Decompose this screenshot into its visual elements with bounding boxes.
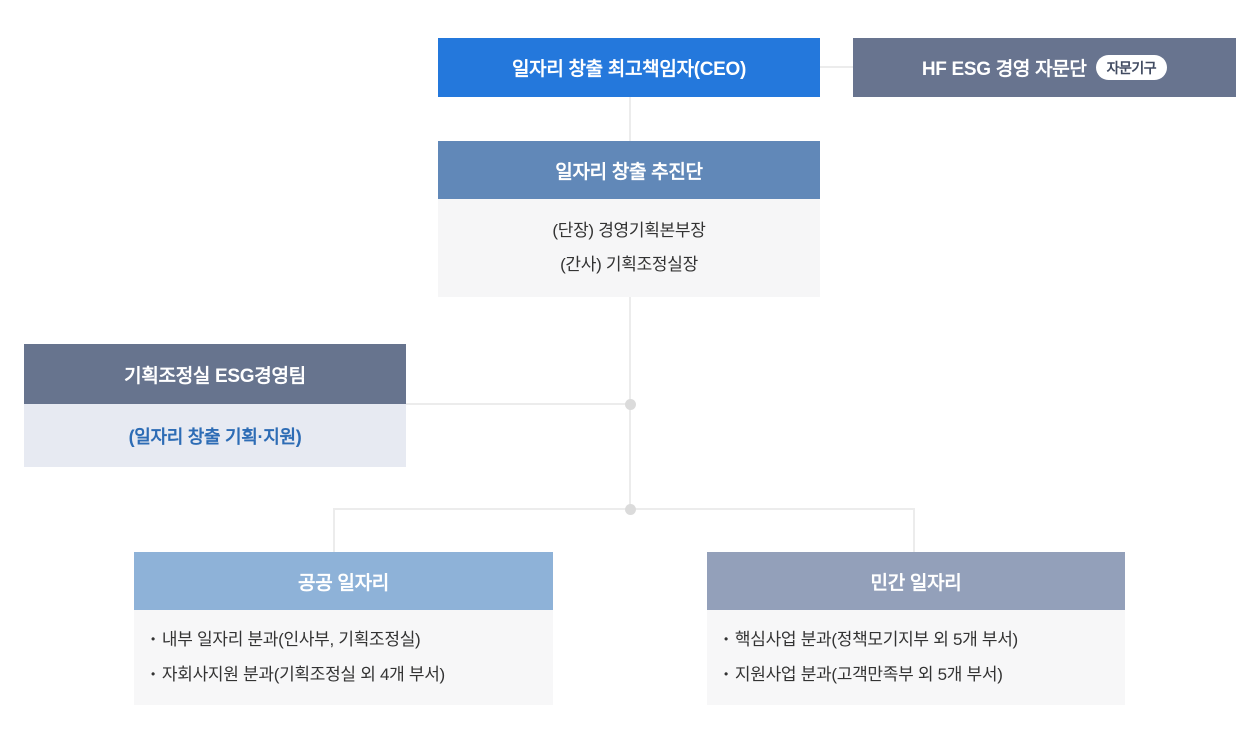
- esg-team-header: 기획조정실 ESG경영팀: [24, 344, 406, 404]
- private-jobs-body: • 핵심사업 분과(정책모기지부 외 5개 부서) • 지원사업 분과(고객만족…: [707, 610, 1125, 705]
- list-item: • 지원사업 분과(고객만족부 외 5개 부서): [724, 658, 1115, 693]
- esg-team-box: 기획조정실 ESG경영팀 (일자리 창출 기획·지원): [24, 344, 406, 467]
- taskforce-body: (단장) 경영기획본부장 (간사) 기획조정실장: [438, 199, 820, 297]
- list-item: • 자회사지원 분과(기획조정실 외 4개 부서): [151, 658, 543, 693]
- connector-drop-private: [913, 509, 915, 552]
- list-item-label: 지원사업 분과(고객만족부 외 5개 부서): [734, 665, 1003, 684]
- bullet-icon: •: [724, 632, 728, 646]
- bullet-icon: •: [151, 632, 155, 646]
- list-item: • 내부 일자리 분과(인사부, 기획조정실): [151, 623, 543, 658]
- advisory-box: HF ESG 경영 자문단 자문기구: [853, 38, 1236, 97]
- bullet-icon: •: [151, 667, 155, 681]
- private-jobs-header: 민간 일자리: [707, 552, 1125, 610]
- taskforce-header: 일자리 창출 추진단: [438, 141, 820, 199]
- connector-bracket: [333, 508, 915, 510]
- advisory-label: HF ESG 경영 자문단: [921, 59, 1087, 80]
- ceo-box: 일자리 창출 최고책임자(CEO): [438, 38, 820, 97]
- connector-drop-public: [333, 509, 335, 552]
- list-item-label: 내부 일자리 분과(인사부, 기획조정실): [161, 630, 421, 649]
- bullet-icon: •: [724, 667, 728, 681]
- connector-ceo-taskforce: [629, 97, 631, 141]
- taskforce-box: 일자리 창출 추진단 (단장) 경영기획본부장 (간사) 기획조정실장: [438, 141, 820, 297]
- list-item: • 핵심사업 분과(정책모기지부 외 5개 부서): [724, 623, 1115, 658]
- taskforce-line: (단장) 경영기획본부장: [552, 221, 706, 240]
- ceo-label: 일자리 창출 최고책임자(CEO): [511, 59, 747, 80]
- taskforce-line: (간사) 기획조정실장: [560, 255, 698, 274]
- connector-node-dot: [625, 504, 636, 515]
- public-jobs-box: 공공 일자리 • 내부 일자리 분과(인사부, 기획조정실) • 자회사지원 분…: [134, 552, 553, 705]
- advisory-badge: 자문기구: [1095, 55, 1168, 80]
- list-item-label: 자회사지원 분과(기획조정실 외 4개 부서): [161, 665, 445, 684]
- connector-ceo-advisory: [820, 66, 853, 68]
- public-jobs-body: • 내부 일자리 분과(인사부, 기획조정실) • 자회사지원 분과(기획조정실…: [134, 610, 553, 705]
- esg-team-note: (일자리 창출 기획·지원): [24, 404, 406, 467]
- connector-node-dot: [625, 399, 636, 410]
- list-item-label: 핵심사업 분과(정책모기지부 외 5개 부서): [734, 630, 1018, 649]
- connector-esgteam-trunk: [406, 403, 630, 405]
- private-jobs-box: 민간 일자리 • 핵심사업 분과(정책모기지부 외 5개 부서) • 지원사업 …: [707, 552, 1125, 705]
- public-jobs-header: 공공 일자리: [134, 552, 553, 610]
